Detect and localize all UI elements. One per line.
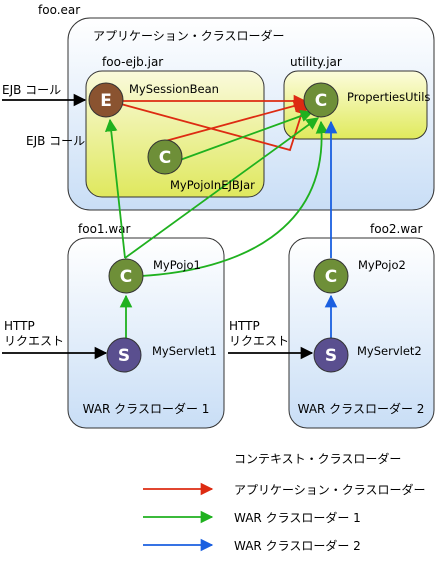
legend-label-war1: WAR クラスローダー 1 xyxy=(234,510,361,525)
app-loader-label: アプリケーション・クラスローダー xyxy=(93,28,285,43)
legend: コンテキスト・クラスローダー アプリケーション・クラスローダー WAR クラスロ… xyxy=(143,451,426,553)
legend-label-app-loader: アプリケーション・クラスローダー xyxy=(234,482,426,497)
properties-utils-circle xyxy=(303,82,339,118)
node-servlet1: S MyServlet1 xyxy=(106,337,217,373)
http-request-2-line1: HTTP xyxy=(229,319,260,333)
session-bean-label: MySessionBean xyxy=(129,82,219,96)
properties-utils-letter: C xyxy=(315,91,327,111)
pojo1-letter: C xyxy=(120,267,132,287)
war2-label: foo2.war xyxy=(370,222,423,236)
legend-title: コンテキスト・クラスローダー xyxy=(234,451,401,466)
pojo1-label: MyPojo1 xyxy=(153,258,201,272)
ejb-call-label-1: EJB コール xyxy=(2,83,61,97)
http-request-2-line2: リクエスト xyxy=(229,334,289,348)
node-pojo2: C MyPojo2 xyxy=(313,258,406,294)
pojo2-letter: C xyxy=(325,267,337,287)
node-servlet2: S MyServlet2 xyxy=(313,337,422,373)
ejb-call-label-2: EJB コール xyxy=(26,134,85,148)
session-bean-circle xyxy=(88,82,124,118)
pojo2-label: MyPojo2 xyxy=(358,258,406,272)
http-request-1-line2: リクエスト xyxy=(4,334,64,348)
pojo-ejb-label: MyPojoInEJBJar xyxy=(170,178,255,192)
node-session-bean: E MySessionBean xyxy=(88,82,219,118)
http-request-1-line1: HTTP xyxy=(4,319,35,333)
servlet1-circle xyxy=(106,337,142,373)
pojo-ejb-letter: C xyxy=(159,148,171,168)
arrow-red-pojoejb-to-utils xyxy=(157,99,307,144)
servlet1-letter: S xyxy=(118,346,130,366)
arrow-green-pojo1-curve xyxy=(140,120,329,277)
servlet1-label: MyServlet1 xyxy=(152,344,217,358)
war1-label: foo1.war xyxy=(78,222,131,236)
arrow-green-pojo1-to-utils xyxy=(124,117,320,259)
properties-utils-label: PropertiesUtils xyxy=(347,90,430,104)
war2-loader-label: WAR クラスローダー 2 xyxy=(298,401,425,416)
arrow-green-pojo1-to-bean xyxy=(104,118,126,259)
war1-loader-label: WAR クラスローダー 1 xyxy=(83,401,210,416)
legend-label-war2: WAR クラスローダー 2 xyxy=(234,538,361,553)
pojo2-circle xyxy=(313,258,349,294)
war1-box xyxy=(67,237,225,429)
servlet2-circle xyxy=(313,337,349,373)
servlet2-letter: S xyxy=(325,346,337,366)
ear-label: foo.ear xyxy=(38,3,80,17)
pojo-ejb-circle xyxy=(147,139,183,175)
utility-jar-label: utility.jar xyxy=(290,55,342,69)
pojo1-circle xyxy=(108,258,144,294)
node-properties-utils: C PropertiesUtils xyxy=(303,82,430,118)
ejb-jar-label: foo-ejb.jar xyxy=(102,55,163,69)
ejb-jar-box xyxy=(85,70,265,198)
node-pojo1: C MyPojo1 xyxy=(108,258,201,294)
arrow-green-pojoejb-to-utils xyxy=(179,109,314,161)
node-pojo-ejb: C MyPojoInEJBJar xyxy=(147,139,255,192)
servlet2-label: MyServlet2 xyxy=(357,344,422,358)
session-bean-letter: E xyxy=(100,91,112,111)
